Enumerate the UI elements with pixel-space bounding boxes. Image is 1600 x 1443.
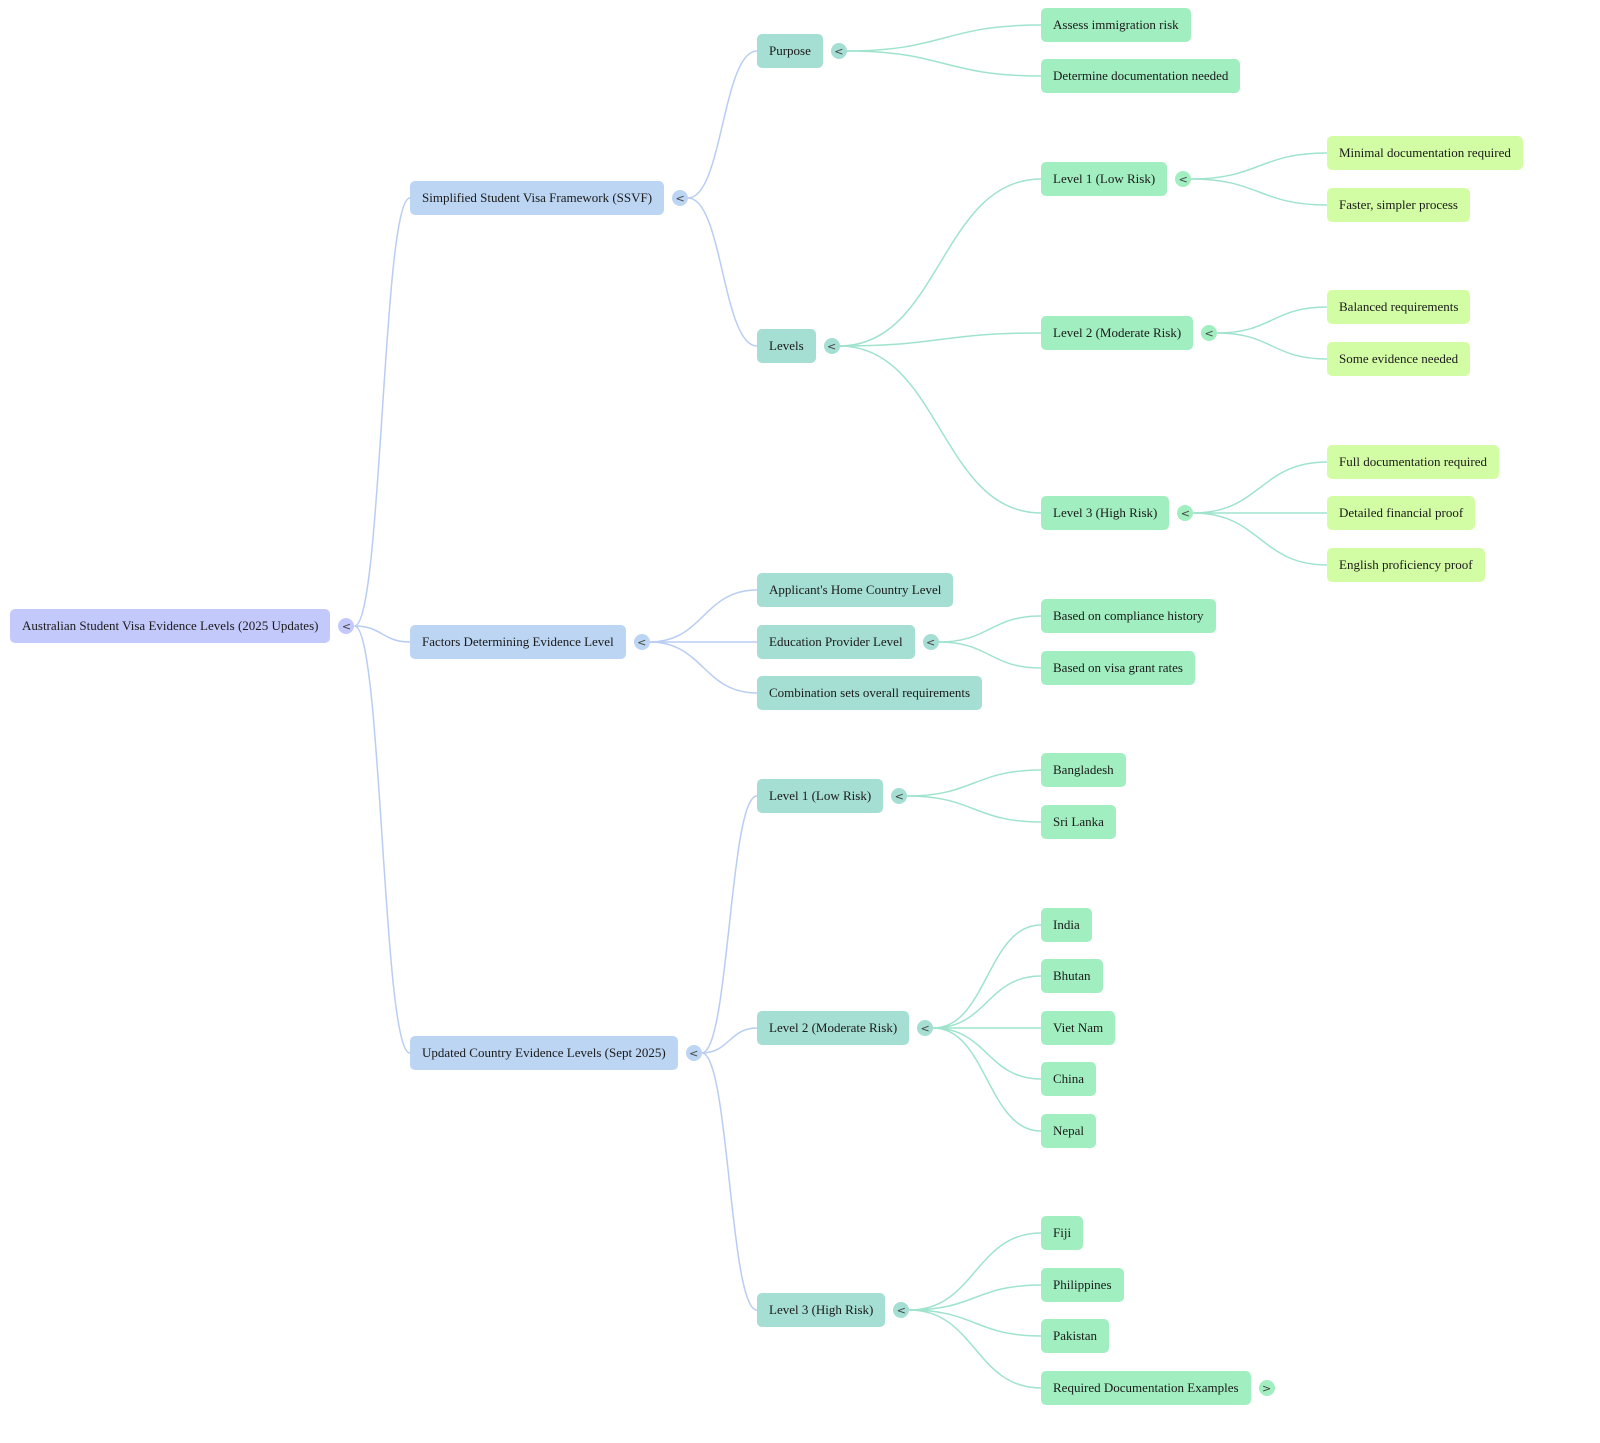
- link-level-2-moderate-risk-to-nepal: [933, 1027, 1042, 1132]
- node-nepal[interactable]: Nepal: [1041, 1114, 1097, 1148]
- link-purpose-to-assess-immigration-risk: [846, 24, 1042, 52]
- node-purpose[interactable]: Purpose: [757, 34, 823, 68]
- link-level-3-high-risk-to-philippines: [909, 1284, 1042, 1311]
- node-balanced-requirements[interactable]: Balanced requirements: [1327, 290, 1471, 324]
- node-minimal-documentation-required[interactable]: Minimal documentation required: [1327, 136, 1523, 170]
- link-level-2-moderate-risk-to-balanced-requirements: [1217, 306, 1328, 334]
- node-english-proficiency-proof[interactable]: English proficiency proof: [1327, 548, 1485, 582]
- node-level-2-moderate-risk[interactable]: Level 2 (Moderate Risk): [757, 1011, 910, 1045]
- node-levels[interactable]: Levels: [757, 329, 816, 363]
- link-factors-determining-evidence-level-to-applicant-s-home-country-level: [649, 589, 758, 643]
- node-faster-simpler-process[interactable]: Faster, simpler process: [1327, 188, 1470, 222]
- link-updated-country-evidence-levels-sept-2025-to-level-1-low-risk: [701, 795, 758, 1054]
- node-required-documentation-examples[interactable]: Required Documentation Examples: [1041, 1371, 1251, 1405]
- link-level-2-moderate-risk-to-india: [933, 924, 1042, 1029]
- node-bangladesh[interactable]: Bangladesh: [1041, 753, 1126, 787]
- node-level-1-low-risk[interactable]: Level 1 (Low Risk): [1041, 162, 1168, 196]
- link-updated-country-evidence-levels-sept-2025-to-level-3-high-risk: [701, 1052, 758, 1311]
- link-level-1-low-risk-to-bangladesh: [907, 769, 1042, 797]
- collapse-toggle-icon[interactable]: <: [685, 1045, 702, 1061]
- link-level-1-low-risk-to-minimal-documentation-required: [1191, 152, 1328, 180]
- link-level-3-high-risk-to-pakistan: [909, 1309, 1042, 1337]
- collapse-toggle-icon[interactable]: <: [893, 1302, 910, 1318]
- node-level-1-low-risk[interactable]: Level 1 (Low Risk): [757, 779, 884, 813]
- node-china[interactable]: China: [1041, 1062, 1097, 1096]
- collapse-toggle-icon[interactable]: <: [917, 1020, 934, 1036]
- collapse-toggle-icon[interactable]: <: [338, 618, 355, 634]
- collapse-toggle-icon[interactable]: <: [823, 338, 840, 354]
- node-assess-immigration-risk[interactable]: Assess immigration risk: [1041, 8, 1191, 42]
- link-level-2-moderate-risk-to-bhutan: [933, 975, 1042, 1029]
- link-level-3-high-risk-to-english-proficiency-proof: [1193, 512, 1328, 566]
- link-level-1-low-risk-to-sri-lanka: [907, 795, 1042, 823]
- link-levels-to-level-3-high-risk: [839, 345, 1042, 514]
- node-pakistan[interactable]: Pakistan: [1041, 1319, 1110, 1353]
- node-updated-country-evidence-levels-sept-2025[interactable]: Updated Country Evidence Levels (Sept 20…: [410, 1036, 678, 1070]
- link-level-2-moderate-risk-to-china: [933, 1027, 1042, 1080]
- collapse-toggle-icon[interactable]: <: [1175, 171, 1192, 187]
- node-bhutan[interactable]: Bhutan: [1041, 959, 1103, 993]
- node-full-documentation-required[interactable]: Full documentation required: [1327, 445, 1500, 479]
- link-levels-to-level-2-moderate-risk: [839, 332, 1042, 347]
- node-based-on-visa-grant-rates[interactable]: Based on visa grant rates: [1041, 651, 1195, 685]
- node-fiji[interactable]: Fiji: [1041, 1216, 1084, 1250]
- link-level-3-high-risk-to-required-documentation-examples: [909, 1309, 1042, 1389]
- collapse-toggle-icon[interactable]: <: [922, 634, 939, 650]
- link-australian-student-visa-evidence-levels-2025-updates-to-updated-country-evidence-levels-sept-2025: [354, 625, 411, 1054]
- collapse-toggle-icon[interactable]: <: [1177, 505, 1194, 521]
- node-philippines[interactable]: Philippines: [1041, 1268, 1124, 1302]
- link-purpose-to-determine-documentation-needed: [846, 50, 1042, 77]
- link-education-provider-level-to-based-on-compliance-history: [938, 615, 1042, 643]
- link-education-provider-level-to-based-on-visa-grant-rates: [938, 641, 1042, 669]
- node-simplified-student-visa-framework-ssvf[interactable]: Simplified Student Visa Framework (SSVF): [410, 181, 665, 215]
- node-some-evidence-needed[interactable]: Some evidence needed: [1327, 342, 1471, 376]
- node-combination-sets-overall-requirements[interactable]: Combination sets overall requirements: [757, 676, 983, 710]
- expand-toggle-icon[interactable]: >: [1258, 1380, 1275, 1396]
- node-factors-determining-evidence-level[interactable]: Factors Determining Evidence Level: [410, 625, 626, 659]
- node-sri-lanka[interactable]: Sri Lanka: [1041, 805, 1116, 839]
- link-updated-country-evidence-levels-sept-2025-to-level-2-moderate-risk: [701, 1027, 758, 1054]
- collapse-toggle-icon[interactable]: <: [633, 634, 650, 650]
- collapse-toggle-icon[interactable]: <: [830, 43, 847, 59]
- link-level-3-high-risk-to-fiji: [909, 1232, 1042, 1311]
- collapse-toggle-icon[interactable]: <: [891, 788, 908, 804]
- node-level-2-moderate-risk[interactable]: Level 2 (Moderate Risk): [1041, 316, 1194, 350]
- collapse-toggle-icon[interactable]: <: [672, 190, 689, 206]
- node-detailed-financial-proof[interactable]: Detailed financial proof: [1327, 496, 1476, 530]
- node-level-3-high-risk[interactable]: Level 3 (High Risk): [1041, 496, 1170, 530]
- link-australian-student-visa-evidence-levels-2025-updates-to-factors-determining-evidence-level: [354, 625, 411, 643]
- link-level-1-low-risk-to-faster-simpler-process: [1191, 178, 1328, 206]
- link-factors-determining-evidence-level-to-combination-sets-overall-requirements: [649, 641, 758, 694]
- node-based-on-compliance-history[interactable]: Based on compliance history: [1041, 599, 1216, 633]
- node-level-3-high-risk[interactable]: Level 3 (High Risk): [757, 1293, 886, 1327]
- collapse-toggle-icon[interactable]: <: [1201, 325, 1218, 341]
- link-level-2-moderate-risk-to-some-evidence-needed: [1217, 332, 1328, 360]
- link-simplified-student-visa-framework-ssvf-to-purpose: [687, 50, 758, 199]
- link-australian-student-visa-evidence-levels-2025-updates-to-simplified-student-visa-framework-ssvf: [354, 197, 411, 627]
- node-viet-nam[interactable]: Viet Nam: [1041, 1011, 1116, 1045]
- node-education-provider-level[interactable]: Education Provider Level: [757, 625, 915, 659]
- link-level-3-high-risk-to-full-documentation-required: [1193, 461, 1328, 514]
- node-applicant-s-home-country-level[interactable]: Applicant's Home Country Level: [757, 573, 954, 607]
- link-levels-to-level-1-low-risk: [839, 178, 1042, 347]
- node-determine-documentation-needed[interactable]: Determine documentation needed: [1041, 59, 1241, 93]
- link-simplified-student-visa-framework-ssvf-to-levels: [687, 197, 758, 347]
- node-india[interactable]: India: [1041, 908, 1092, 942]
- node-australian-student-visa-evidence-levels-2025-updates[interactable]: Australian Student Visa Evidence Levels …: [10, 609, 331, 643]
